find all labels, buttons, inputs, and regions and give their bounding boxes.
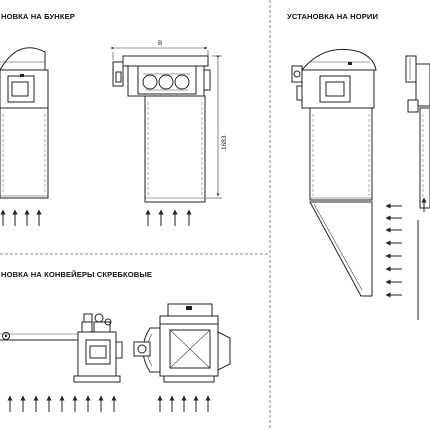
noria-front-arrows	[385, 203, 402, 298]
bunker-side-view	[112, 55, 211, 203]
conveyor-front-view	[0, 313, 123, 383]
bunker-side-arrows	[145, 209, 192, 226]
conveyor-front-arrows	[7, 395, 117, 412]
noria-side-view	[405, 55, 430, 320]
bunker-front-arrows	[0, 209, 42, 226]
heading-bunker: НОВКА НА БУНКЕР	[1, 12, 75, 21]
heading-conveyor: НОВКА НА КОНВЕЙЕРЫ СКРЕБКОВЫЕ	[1, 270, 153, 279]
noria-front-view	[291, 48, 377, 297]
dimension-height-label: 1683	[221, 135, 228, 150]
conveyor-side-view	[133, 303, 231, 383]
heading-noria: УСТАНОВКА НА НОРИИ	[287, 12, 379, 21]
dimension-width-label: B	[158, 40, 162, 47]
bunker-front-view	[0, 47, 49, 199]
conveyor-side-arrows	[157, 395, 211, 412]
bunker-side-dimensions	[111, 46, 222, 199]
